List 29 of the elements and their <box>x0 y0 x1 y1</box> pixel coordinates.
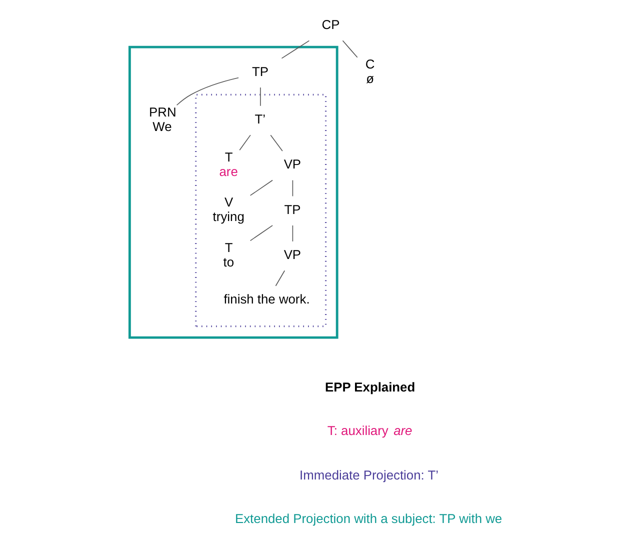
connector <box>342 40 358 58</box>
connector <box>250 180 273 196</box>
node-text: T to <box>223 240 234 270</box>
connector <box>292 225 294 242</box>
node-text: TP <box>284 202 301 217</box>
node-text: CP <box>322 17 340 32</box>
connector <box>260 87 261 106</box>
label: Immediate Projection: T’ <box>300 467 438 482</box>
cluster <box>195 94 327 328</box>
connector <box>176 77 239 106</box>
node-text: TP <box>252 64 268 79</box>
node-text: finish the work. <box>224 292 310 307</box>
label: Extended Projection with a subject: TP with we <box>235 511 502 526</box>
connector <box>250 225 273 242</box>
node-text: VP <box>284 156 302 172</box>
connector <box>292 180 294 197</box>
label: EPP Explained <box>324 379 416 394</box>
node-text: T are <box>219 149 238 179</box>
connector <box>275 270 286 286</box>
label: T: auxiliary are <box>327 423 412 438</box>
connector <box>281 40 310 59</box>
node-text: T’ <box>254 112 266 127</box>
cluster <box>128 46 338 339</box>
connector <box>239 134 251 150</box>
node-text: PRN We <box>149 104 176 134</box>
node-text: VP <box>284 247 302 262</box>
connector <box>270 134 283 152</box>
node-text: C ø <box>365 56 375 86</box>
node-text: V trying <box>212 194 244 224</box>
